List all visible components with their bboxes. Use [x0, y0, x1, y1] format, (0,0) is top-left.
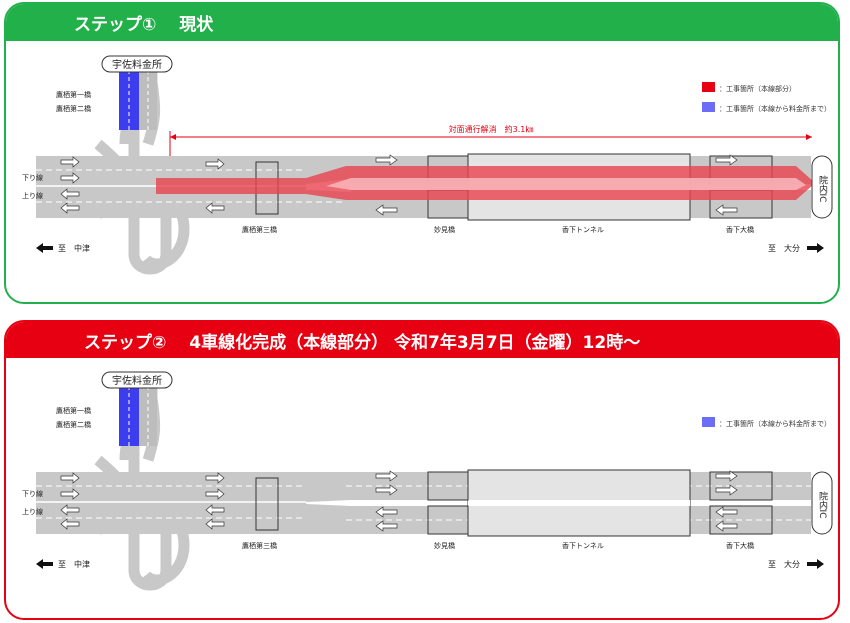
- legend-blue-label: ：工事箇所（本線から料金所まで）: [719, 104, 831, 113]
- step2-title: ステップ② 4車線化完成（本線部分） 令和7年3月7日（金曜）12時～: [84, 333, 641, 353]
- bridge-3-label: 鷹栖第三橋: [242, 225, 277, 234]
- legend-blue-swatch: [702, 102, 715, 112]
- to-nakatsu-label: 至 中津: [58, 559, 90, 569]
- bridge-2-label: 鷹栖第二橋: [56, 104, 91, 113]
- bridge-3-label: 鷹栖第三橋: [242, 541, 277, 550]
- bridge-1-label: 鷹栖第一橋: [56, 406, 91, 415]
- bridge-myoken-label: 妙見橋: [434, 225, 455, 234]
- arrow-right-icon: [807, 243, 824, 253]
- toll-gate-label: 宇佐料金所: [112, 374, 162, 387]
- up-line-label: 上り線: [22, 507, 43, 516]
- arrow-left-icon: [36, 559, 53, 569]
- step2-header: ステップ② 4車線化完成（本線部分） 令和7年3月7日（金曜）12時～: [6, 322, 838, 358]
- down-line-label: 下り線: [22, 489, 43, 498]
- step1-header: ステップ① 現状: [6, 4, 838, 41]
- to-oita-label: 至 大分: [768, 559, 800, 569]
- step2-panel: ステップ② 4車線化完成（本線部分） 令和7年3月7日（金曜）12時～ ：工事箇…: [4, 320, 840, 620]
- legend-blue-label: ：工事箇所（本線から料金所まで）: [719, 419, 831, 428]
- step1-panel: ステップ① 現状 ：工事箇所（本線部分） ：工事箇所（本線から料金所まで） 宇佐…: [4, 2, 840, 304]
- to-oita-label: 至 大分: [768, 243, 800, 253]
- arrow-left-icon: [36, 243, 53, 253]
- step2-diagram: ：工事箇所（本線から料金所まで） 宇佐料金所 鷹栖第一橋 鷹栖第二橋: [22, 371, 833, 591]
- bridge-3-box: [255, 477, 279, 531]
- mainline-west: [36, 472, 306, 534]
- legend-blue-swatch: [702, 417, 715, 427]
- legend-red-label: ：工事箇所（本線部分）: [719, 84, 796, 93]
- tunnel-label: 香下トンネル: [562, 541, 604, 550]
- to-nakatsu-label: 至 中津: [58, 243, 90, 253]
- ic-label: 院内IC: [817, 174, 828, 202]
- bridge-myoken-label: 妙見橋: [434, 541, 455, 550]
- span-label: 対面通行解消 約3.1㎞: [449, 124, 534, 134]
- arrow-right-icon: [807, 559, 824, 569]
- tunnel-label: 香下トンネル: [562, 225, 604, 234]
- down-line-label: 下り線: [22, 173, 43, 182]
- step1-title: ステップ① 現状: [74, 15, 214, 35]
- ic-box: [811, 471, 833, 535]
- ic-box: [811, 155, 833, 219]
- legend-red-swatch: [702, 82, 715, 92]
- up-line-label: 上り線: [22, 191, 43, 200]
- step1-diagram: ：工事箇所（本線部分） ：工事箇所（本線から料金所まで） 宇佐料金所 鷹栖第一橋…: [22, 55, 833, 275]
- bridge-big-label: 香下大橋: [726, 225, 754, 234]
- bridge-big-label: 香下大橋: [726, 541, 754, 550]
- ic-label: 院内IC: [817, 490, 828, 518]
- bridge-2-label: 鷹栖第二橋: [56, 420, 91, 429]
- toll-gate-label: 宇佐料金所: [112, 58, 162, 71]
- bridge-1-label: 鷹栖第一橋: [56, 90, 91, 99]
